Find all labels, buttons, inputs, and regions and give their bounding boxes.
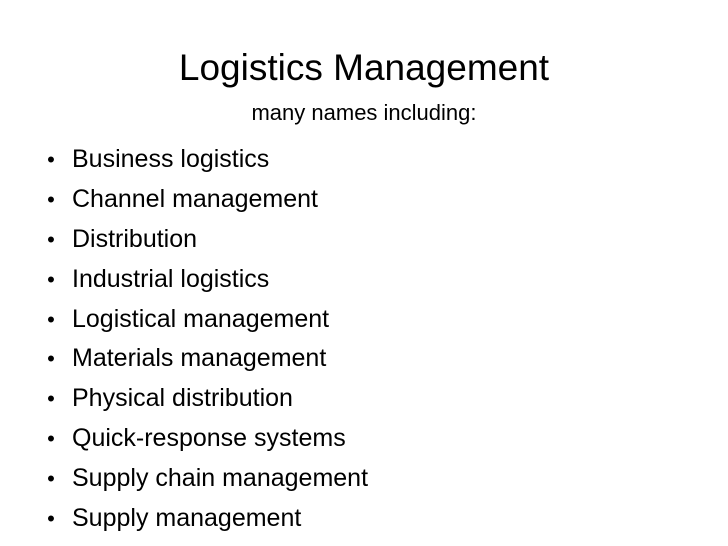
list-item-label: Business logistics <box>72 145 270 173</box>
list-item: • Quick-response systems <box>44 419 368 459</box>
list-item-label: Logistical management <box>72 304 330 333</box>
bullet-icon: • <box>47 426 55 452</box>
list-item: • Physical distribution <box>44 379 368 419</box>
list-item-label: Materials management <box>72 344 327 373</box>
list-item: • Materials management <box>44 339 368 379</box>
bullet-icon: • <box>47 386 55 412</box>
list-item: • Logistical management <box>44 300 368 340</box>
list-item-label: Channel management <box>72 184 318 213</box>
bullet-list: • Business logistics • Channel managemen… <box>44 140 368 539</box>
list-item: • Business logistics <box>44 140 368 180</box>
bullet-icon: • <box>47 186 55 212</box>
bullet-icon: • <box>47 506 55 532</box>
list-item: • Channel management <box>44 180 368 220</box>
list-item: • Distribution <box>44 220 368 260</box>
bullet-icon: • <box>47 266 55 292</box>
list-item-label: Supply chain management <box>72 464 369 493</box>
list-item: • Supply chain management <box>44 459 368 499</box>
list-item-label: Industrial logistics <box>72 264 270 293</box>
list-item-label: Physical distribution <box>72 384 293 413</box>
list-item: • Industrial logistics <box>44 260 368 300</box>
slide-subtitle: many names including: <box>251 100 477 125</box>
slide-title: Logistics Management <box>178 47 550 88</box>
bullet-icon: • <box>47 226 55 252</box>
bullet-icon: • <box>47 466 55 492</box>
bullet-icon: • <box>47 306 55 332</box>
list-item: • Supply management <box>44 499 368 539</box>
bullet-icon: • <box>47 147 55 172</box>
list-item-label: Distribution <box>72 224 198 253</box>
bullet-icon: • <box>47 346 55 372</box>
list-item-label: Quick-response systems <box>72 424 346 453</box>
list-item-label: Supply management <box>72 504 302 533</box>
